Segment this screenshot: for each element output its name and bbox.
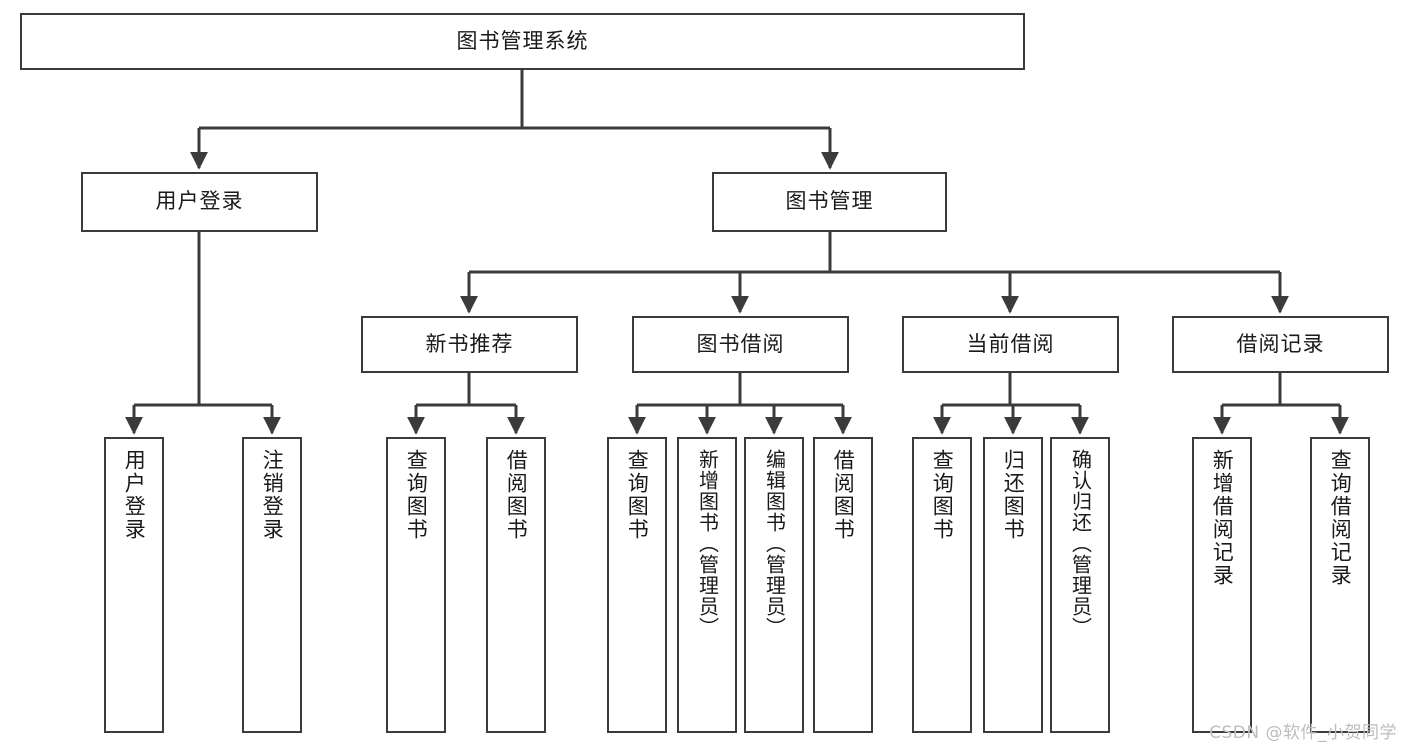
node-leaf-user-login-label: 用户登录 (122, 449, 147, 541)
node-leaf-borrow-book-rec-label: 借阅图书 (504, 449, 529, 541)
node-new-book-rec[interactable]: 新书推荐 (361, 316, 578, 373)
node-leaf-query-book-rec-label: 查询图书 (404, 449, 429, 541)
node-leaf-edit-book[interactable]: 编辑图书（管理员） (744, 437, 804, 733)
node-leaf-add-book-label: 新增图书（管理员） (695, 449, 720, 638)
node-leaf-query-book-cur-label: 查询图书 (930, 449, 955, 541)
node-leaf-query-record-label: 查询借阅记录 (1328, 449, 1353, 587)
node-leaf-return-book-label: 归还图书 (1001, 449, 1026, 541)
node-root[interactable]: 图书管理系统 (20, 13, 1025, 70)
node-current-borrow-label: 当前借阅 (966, 331, 1055, 356)
node-leaf-add-record-label: 新增借阅记录 (1210, 449, 1235, 587)
node-leaf-query-book-borrow[interactable]: 查询图书 (607, 437, 667, 733)
node-user-login[interactable]: 用户登录 (81, 172, 318, 232)
node-leaf-confirm-return-label: 确认归还（管理员） (1068, 449, 1093, 638)
node-leaf-borrow-book-rec[interactable]: 借阅图书 (486, 437, 546, 733)
node-leaf-logout-label: 注销登录 (260, 449, 285, 541)
node-leaf-query-book-cur[interactable]: 查询图书 (912, 437, 972, 733)
node-leaf-borrow-book-label: 借阅图书 (831, 449, 856, 541)
node-leaf-return-book[interactable]: 归还图书 (983, 437, 1043, 733)
node-leaf-query-record[interactable]: 查询借阅记录 (1310, 437, 1370, 733)
node-leaf-confirm-return[interactable]: 确认归还（管理员） (1050, 437, 1110, 733)
node-leaf-user-login[interactable]: 用户登录 (104, 437, 164, 733)
node-leaf-borrow-book[interactable]: 借阅图书 (813, 437, 873, 733)
node-borrow-record[interactable]: 借阅记录 (1172, 316, 1389, 373)
node-leaf-query-book-borrow-label: 查询图书 (625, 449, 650, 541)
node-leaf-add-book[interactable]: 新增图书（管理员） (677, 437, 737, 733)
node-book-borrow-label: 图书借阅 (696, 331, 785, 356)
node-book-manage-label: 图书管理 (785, 189, 874, 214)
node-leaf-add-record[interactable]: 新增借阅记录 (1192, 437, 1252, 733)
node-new-book-rec-label: 新书推荐 (425, 331, 514, 356)
node-root-label: 图书管理系统 (456, 28, 589, 53)
node-book-borrow[interactable]: 图书借阅 (632, 316, 849, 373)
node-current-borrow[interactable]: 当前借阅 (902, 316, 1119, 373)
watermark: CSDN @软件_小贺同学 (1209, 723, 1397, 743)
node-borrow-record-label: 借阅记录 (1236, 331, 1325, 356)
node-leaf-query-book-rec[interactable]: 查询图书 (386, 437, 446, 733)
node-book-manage[interactable]: 图书管理 (712, 172, 947, 232)
node-leaf-edit-book-label: 编辑图书（管理员） (762, 449, 787, 638)
node-user-login-label: 用户登录 (155, 189, 244, 214)
node-leaf-logout[interactable]: 注销登录 (242, 437, 302, 733)
